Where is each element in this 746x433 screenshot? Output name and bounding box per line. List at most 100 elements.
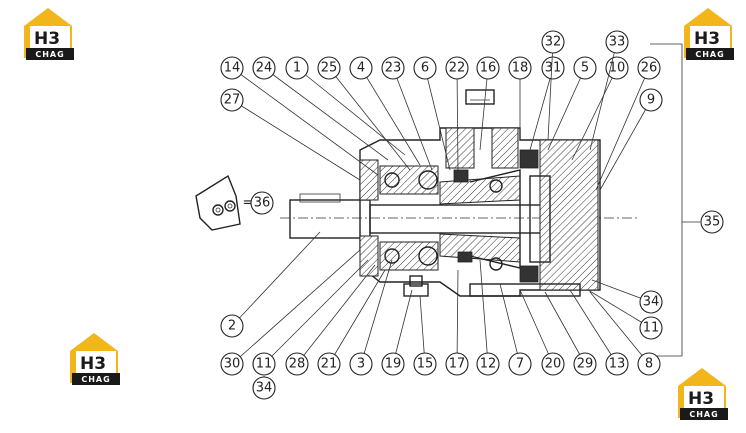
callout-label: 7 [516,357,524,372]
callout-label: 12 [480,357,497,372]
callout-circle [220,352,244,376]
callout-bottom-21: 21 [317,269,386,376]
callout-label: 18 [512,61,529,76]
callout-circle [413,352,437,376]
callout-bottom-20: 20 [519,289,565,376]
callout-circle [252,352,276,376]
callout-circle [637,352,661,376]
brand-logo-top-right: H3 CHAG [684,8,734,60]
brand-logo-top-left: H3 CHAG [24,8,74,60]
equals-sign: = [243,196,254,211]
callout-top-24: 24 [252,56,389,161]
callout-circle [639,316,663,340]
callout-circle [445,352,469,376]
callout-label: 33 [609,35,626,50]
leader-line [544,291,586,365]
callout-label: 5 [581,61,589,76]
leader-line [263,259,369,365]
callout-circle [700,210,724,234]
callout-bottom-15: 15 [413,295,437,376]
callout-circle [220,88,244,112]
callout-circle [637,56,661,80]
leader-line [589,291,650,365]
leader-line [392,67,433,171]
callout-left-27: 27 [220,88,361,181]
callout-circle [541,352,565,376]
callout-top-18: 18 [508,56,532,140]
callout-label: 9 [647,93,655,108]
callout-left-36: 36 [250,191,274,215]
logo-sub: CHAG [689,410,718,419]
callout-label: 2 [228,319,236,334]
callout-upper-33: 33 [589,30,629,151]
callout-upper-32: 32 [541,30,565,141]
leader-line [456,67,459,171]
callout-bottom-17: 17 [445,269,469,376]
leader-line [529,67,554,151]
callout-circle [250,191,274,215]
callout-circle [476,352,500,376]
callout-label: 30 [224,357,241,372]
callout-circle [639,88,663,112]
callout-label: 14 [224,61,241,76]
callout-label: 32 [545,35,562,50]
leader-line [456,269,459,365]
callout-label: 24 [256,61,273,76]
callout-top-16: 16 [476,56,500,151]
callout-left-2: 2 [220,231,321,338]
callout-top-6: 6 [413,56,451,171]
callout-circle [541,30,565,54]
leader-line [263,67,389,161]
leader-line [231,231,321,327]
leader-line [587,289,652,329]
logo-mark: H3 [694,29,720,49]
callout-bottom-8: 8 [589,291,661,376]
callout-bottom-29: 29 [544,291,597,376]
leader-line [392,289,413,365]
seal-kit-inset: = [195,174,254,231]
callout-top-22: 22 [445,56,469,171]
callout-top-31: 31 [529,56,565,151]
callout-label: 13 [609,357,626,372]
leader-line [547,67,586,151]
callout-label: 8 [645,357,653,372]
pump-body [280,89,640,297]
callout-label: 10 [609,61,626,76]
callout-circle [252,376,276,400]
callout-label: 23 [385,61,402,76]
callout-circle [317,56,341,80]
callout-bottom-19: 19 [381,289,413,376]
leader-line [231,249,361,365]
callout-circle [381,56,405,80]
callout-bottom-13: 13 [569,289,629,376]
callout-top-4: 4 [349,56,421,166]
callout-label: 11 [256,357,273,372]
callout-bottom-12: 12 [476,259,500,376]
callout-label: 29 [577,357,594,372]
callout-bottom-7: 7 [499,283,532,376]
leader-line [479,67,489,151]
callout-right-11: 11 [587,289,663,340]
callout-bottom-11: 11 [252,259,369,376]
leader-line [328,67,411,171]
callout-circle [317,352,341,376]
callout-label: 35 [704,215,721,230]
callout-circle [285,352,309,376]
callout-top-1: 1 [285,56,406,156]
callout-circle [605,30,629,54]
leader-line [231,99,361,181]
logo-sub: CHAG [81,375,110,384]
leader-line [296,264,376,365]
callout-circle [605,352,629,376]
callout-circle [285,56,309,80]
callout-label: 26 [641,61,658,76]
logo-mark: H3 [80,354,106,374]
callout-top-14: 14 [220,56,379,176]
callout-top-25: 25 [317,56,411,171]
leader-line [547,41,554,141]
callout-circle [476,56,500,80]
callout-label: 19 [385,357,402,372]
